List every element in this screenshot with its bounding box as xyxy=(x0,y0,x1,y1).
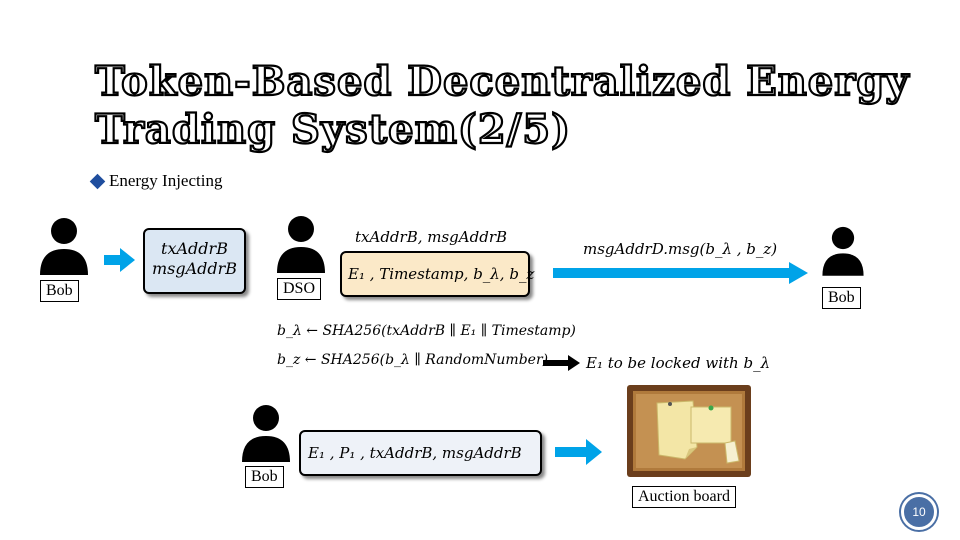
slide-title: Token-Based Decentralized Energy Trading… xyxy=(94,57,910,154)
bob-bottom-label: Bob xyxy=(245,466,284,488)
person-icon-bob-bottom xyxy=(242,405,290,462)
person-icon-bob-right xyxy=(822,226,864,276)
formula-line-1: b_λ ← SHA256(txAddrB ∥ E₁ ∥ Timestamp) xyxy=(277,323,576,339)
page-number-badge: 10 xyxy=(901,494,937,530)
address-line-2: msgAddrB xyxy=(151,259,238,278)
auction-board-label: Auction board xyxy=(632,486,736,508)
auction-board-icon xyxy=(627,385,751,477)
person-icon-dso xyxy=(277,216,325,273)
arrow-right-icon-2 xyxy=(555,439,602,465)
bullet-text: Energy Injecting xyxy=(109,171,223,190)
bob-right-label: Bob xyxy=(822,287,861,309)
page-number-text: 10 xyxy=(912,505,926,519)
bid-content-box: E₁ , P₁ , txAddrB, msgAddrB xyxy=(299,430,542,476)
person-icon-bob-left xyxy=(40,218,88,275)
bob-left-label: Bob xyxy=(40,280,79,302)
message-label: msgAddrD.msg(b_λ , b_z) xyxy=(583,240,778,258)
address-box: txAddrB msgAddrB xyxy=(143,228,246,294)
address-line-1: txAddrB xyxy=(161,239,228,258)
dso-label: DSO xyxy=(277,278,322,300)
title-line-2: Trading System(2/5) xyxy=(94,105,572,154)
diamond-bullet-icon xyxy=(89,173,106,189)
black-arrow-icon xyxy=(543,355,580,371)
bid-content-text: E₁ , P₁ , txAddrB, msgAddrB xyxy=(308,444,522,462)
arrow-right-icon-1 xyxy=(104,248,135,272)
long-arrow-right-icon xyxy=(553,262,808,284)
dso-content-text: E₁ , Timestamp, b_λ, b_z xyxy=(348,265,535,283)
bullet-item: Energy Injecting xyxy=(89,171,223,191)
lock-text: E₁ to be locked with b_λ xyxy=(586,354,771,372)
title-line-1: Token-Based Decentralized Energy xyxy=(94,57,910,106)
formula-line-2: b_z ← SHA256(b_λ ∥ RandomNumber) xyxy=(277,352,549,368)
dso-header-text: txAddrB, msgAddrB xyxy=(355,228,508,246)
dso-content-box: E₁ , Timestamp, b_λ, b_z xyxy=(340,251,534,297)
